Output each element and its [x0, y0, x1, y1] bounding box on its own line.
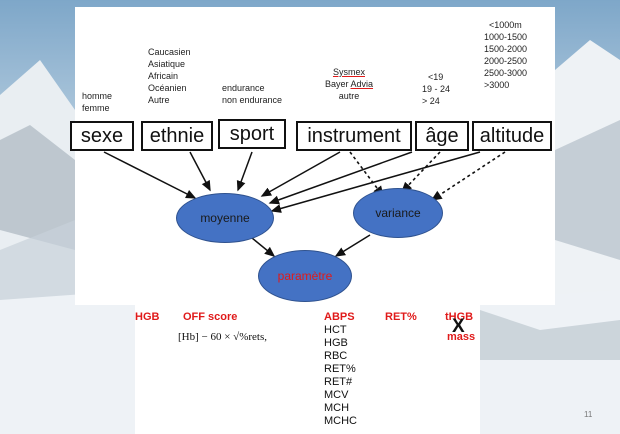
option: endurance — [222, 83, 265, 93]
option: autre — [338, 91, 360, 101]
instrument-box: instrument — [296, 121, 412, 151]
arrow-variance-parametre — [334, 234, 371, 257]
mass-label: mass — [447, 331, 476, 343]
instrument-options: Sysmex Bayer Advia autre — [318, 66, 380, 102]
variance-node: variance — [353, 188, 443, 238]
list-item: MCV — [324, 389, 349, 401]
list-item: HCT — [324, 324, 347, 336]
option: Océanien — [148, 83, 187, 93]
thgb-label: tHGB — [445, 311, 474, 323]
sexe-options: homme femme — [82, 90, 112, 114]
option: 1500-2000 — [484, 44, 528, 54]
cross-mark: X — [452, 316, 465, 337]
option: Autre — [148, 95, 170, 105]
arrow-altitude-moyenne — [270, 151, 481, 213]
arrow-moyenne-parametre — [251, 237, 276, 257]
option: 19 - 24 — [422, 84, 451, 94]
age-box: âge — [415, 121, 469, 151]
off-score-formula: [Hb] − 60 × √%rets, — [178, 331, 268, 343]
bottom-panel — [135, 298, 480, 434]
option: Africain — [148, 71, 179, 81]
list-item: MCH — [324, 402, 350, 414]
option: <1000m — [489, 20, 522, 30]
arrow-sexe-moyenne — [103, 151, 197, 199]
option: femme — [82, 103, 110, 113]
hgb-label: HGB — [135, 311, 160, 323]
abps-list: HCT HGB RBC RET% RET# MCV MCH MCHC — [324, 324, 357, 428]
list-item: RET# — [324, 376, 353, 388]
option: Bayer — [324, 79, 349, 89]
option: Asiatique — [148, 59, 186, 69]
arrow-sport-moyenne — [236, 151, 253, 192]
moyenne-node: moyenne — [176, 193, 274, 243]
ethnie-options: Caucasien Asiatique Africain Océanien Au… — [148, 46, 191, 106]
abps-label: ABPS — [324, 311, 355, 323]
sexe-box: sexe — [70, 121, 134, 151]
arrow-altitude-variance — [430, 151, 506, 201]
list-item: RBC — [324, 350, 348, 362]
option: Advia — [350, 79, 374, 89]
parametre-node: paramètre — [258, 250, 352, 302]
option: 2500-3000 — [484, 68, 528, 78]
ethnie-box: ethnie — [141, 121, 213, 151]
option: Caucasien — [148, 47, 191, 57]
option: homme — [82, 91, 113, 101]
page-number: 11 — [584, 410, 593, 419]
moyenne-label: moyenne — [200, 211, 250, 225]
sport-options: endurance non endurance — [222, 82, 282, 106]
option: Sysmex — [332, 67, 365, 77]
list-item: RET% — [324, 363, 356, 375]
option: <19 — [428, 72, 444, 82]
variance-label: variance — [375, 206, 421, 220]
option: > 24 — [422, 96, 440, 106]
arrow-ethnie-moyenne — [189, 151, 211, 192]
parametre-label: paramètre — [277, 269, 333, 283]
option: >3000 — [484, 80, 510, 90]
option: non endurance — [222, 95, 283, 105]
option: 1000-1500 — [484, 32, 528, 42]
altitude-box: altitude — [472, 121, 552, 151]
list-item: HGB — [324, 337, 348, 349]
off-score-label: OFF score — [183, 311, 238, 323]
option: 2000-2500 — [484, 56, 528, 66]
age-options: <19 19 - 24 > 24 — [422, 71, 450, 107]
altitude-options: <1000m 1000-1500 1500-2000 2000-2500 250… — [484, 19, 527, 91]
list-item: MCHC — [324, 415, 357, 427]
arrow-age-moyenne — [268, 151, 413, 205]
arrow-instrument-moyenne — [260, 151, 341, 197]
ret-pct-label: RET% — [385, 311, 417, 323]
sport-box: sport — [218, 119, 286, 149]
